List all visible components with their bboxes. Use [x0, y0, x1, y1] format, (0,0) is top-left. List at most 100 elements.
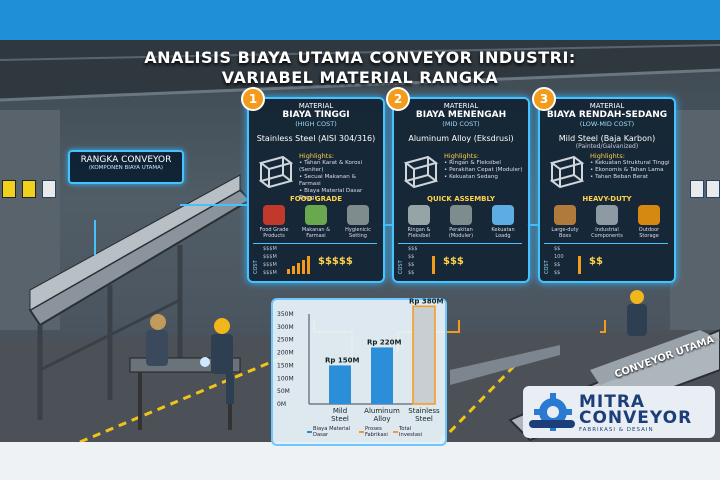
cost-axis-label: COST	[253, 260, 259, 274]
panel-number-badge: 2	[386, 87, 410, 111]
panel-highlights: Highlights:• Kekuatan Struktural Tinggi•…	[590, 153, 670, 181]
panel-tier: BIAYA MENENGAH	[415, 110, 507, 120]
cost-gauge-bar	[287, 269, 290, 274]
y-tick-label: 250M	[277, 337, 294, 344]
page-title-line2: VARIABEL MATERIAL RANGKA	[221, 68, 499, 87]
y-tick-label: 50M	[277, 388, 290, 395]
panel-section-label: FOOD GRADE	[289, 195, 343, 203]
application-item: Ringan & Fleksibel	[400, 205, 438, 239]
cost-gauge-bar	[297, 263, 300, 274]
data-label: Rp 380M	[409, 297, 443, 305]
application-icon	[263, 205, 285, 225]
panel-highlights: Highlights:• Tahan Karat & Korosi (Senit…	[299, 153, 379, 202]
legend-label: Fabrikasi	[365, 432, 388, 438]
category-label: Steel	[331, 415, 349, 423]
y-tick-label: 200M	[277, 350, 294, 357]
rangka-sublabel: (KOMPONEN BIAYA UTAMA)	[88, 165, 164, 171]
highlight-item: • Ekonomis & Tahan Lama	[590, 167, 664, 173]
y-tick-label: 0M	[277, 401, 286, 408]
application-icon	[408, 205, 430, 225]
safety-sign-icon	[706, 180, 720, 198]
warning-sign-icon	[22, 180, 36, 198]
panel-material: Mild Steel (Baja Karbon)	[558, 134, 656, 143]
application-label: Perakitan (Moduler)	[448, 227, 474, 239]
cost-tick: $$	[554, 246, 561, 252]
panel-cost-gauge: COST$$$M$$$M$$$M$$$M$$$$$	[253, 243, 377, 278]
cost-tick: $$$M	[263, 270, 277, 276]
brand-name-1: MITRA	[579, 392, 646, 412]
warning-sign-icon	[2, 180, 16, 198]
application-label: Industrial Components	[591, 227, 623, 239]
highlight-item: • Kekuatan Sedang	[444, 174, 498, 180]
cost-gauge-bar	[432, 256, 435, 274]
cost-tick: $$$	[408, 246, 418, 252]
application-label: Food Grade Products	[259, 227, 289, 239]
highlights-title: Highlights:	[590, 152, 625, 160]
application-item: Industrial Components	[588, 205, 626, 239]
application-item: Makanan & Farmasi	[297, 205, 335, 239]
data-label: Rp 150M	[325, 356, 359, 364]
category-label: Steel	[415, 415, 433, 423]
rangka-callout: RANGKA CONVEYOR (KOMPONEN BIAYA UTAMA)	[68, 150, 184, 184]
y-tick-label: 300M	[277, 324, 294, 331]
cost-tick: $$$M	[263, 246, 277, 252]
legend-label: Dasar	[313, 432, 329, 438]
panel-applications: Ringan & Fleksibel Perakitan (Moduler) Kek…	[398, 205, 524, 239]
chart-bar	[371, 347, 393, 404]
left-conveyor-structure	[28, 174, 252, 420]
cost-gauge-bar	[302, 260, 305, 274]
cost-tick: $$	[554, 270, 561, 276]
cost-tick: $$$M	[263, 262, 277, 268]
application-label: Hygienicic Setting	[345, 227, 371, 239]
legend-label: Proses	[365, 426, 382, 432]
panel-material: Aluminum Alloy (Eksdrusi)	[408, 134, 514, 143]
conveyor-gear-logo-icon	[529, 393, 575, 431]
cost-gauge-bar	[578, 256, 581, 274]
highlight-item: • Kekuatan Struktural Tinggi	[590, 160, 670, 166]
welder-workers	[146, 314, 234, 404]
panel-tier-en: (MID COST)	[442, 120, 480, 128]
panel-cost-gauge: COST$$100$$$$$$	[544, 243, 668, 278]
panel-section-label: QUICK ASSEMBLY	[427, 195, 495, 203]
application-icon	[450, 205, 472, 225]
brand-logo: MITRA CONVEYOR FABRIKASI & DESAIN	[523, 386, 715, 438]
highlight-item: • Tahan Karat & Korosi (Seniter)	[299, 160, 363, 173]
application-icon	[554, 205, 576, 225]
cost-tick: $$$M	[263, 254, 277, 260]
cost-axis-label: COST	[544, 260, 550, 274]
data-label: Rp 220M	[367, 338, 401, 346]
application-label: Kekuatan Loadg	[491, 227, 515, 239]
application-label: Ringan & Fleksibel	[407, 227, 431, 239]
panel-highlights: Highlights:• Ringan & Fleksibel• Perakit…	[444, 153, 524, 181]
panel-kind: MATERIAL	[589, 102, 625, 110]
y-tick-label: 150M	[277, 362, 294, 369]
safety-sign-icon	[42, 180, 56, 198]
category-label: Aluminum	[364, 407, 400, 415]
brand-tagline: FABRIKASI & DESAIN	[579, 427, 654, 433]
highlights-title: Highlights:	[444, 152, 479, 160]
cost-gauge-bar	[307, 256, 310, 274]
panel-section-label: HEAVY-DUTY	[582, 195, 632, 203]
application-label: Large-duty Boxs	[551, 227, 579, 239]
highlight-item: • Tahan Beban Berat	[590, 174, 649, 180]
application-icon	[638, 205, 660, 225]
panel-tier: BIAYA TINGGI	[282, 110, 350, 120]
panel-tier-en: (LOW-MID COST)	[579, 120, 635, 128]
frame-structure-icon	[403, 155, 439, 189]
panel-material: Stainless Steel (AISI 304/316)	[256, 134, 376, 143]
panel-kind: MATERIAL	[298, 102, 334, 110]
page-title-line1: ANALISIS BIAYA UTAMA CONVEYOR INDUSTRI:	[144, 48, 576, 67]
legend-label: Investasi	[399, 432, 422, 438]
highlight-item: • Perakitan Cepat (Moduler)	[444, 167, 523, 173]
cost-tick: $$	[554, 262, 561, 268]
highlight-item: • Biaya Material Dasar Tinggi	[299, 188, 363, 201]
category-label: Stainless	[408, 407, 440, 415]
application-icon	[492, 205, 514, 225]
